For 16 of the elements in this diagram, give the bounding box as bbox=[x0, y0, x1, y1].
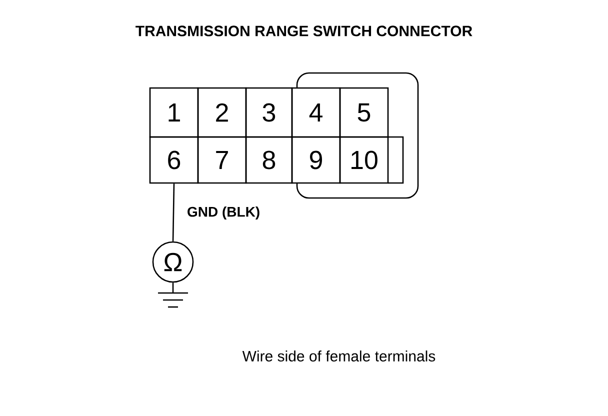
wire bbox=[172, 282, 174, 293]
terminal-cell: 1 bbox=[149, 87, 199, 138]
wire bbox=[172, 184, 175, 242]
terminal-cell: 8 bbox=[245, 136, 293, 184]
terminal-cell: 4 bbox=[291, 87, 341, 138]
terminal-cell: 5 bbox=[339, 87, 389, 138]
terminal-cell: 2 bbox=[197, 87, 247, 138]
caption: Wire side of female terminals bbox=[242, 350, 436, 362]
terminal-cell: 3 bbox=[245, 87, 293, 138]
ground-symbol bbox=[158, 292, 188, 308]
wire-label: GND (BLK) bbox=[188, 206, 260, 220]
title: TRANSMISSION RANGE SWITCH CONNECTOR bbox=[136, 26, 472, 36]
terminal-cell: 9 bbox=[291, 136, 341, 184]
terminal-cell: 6 bbox=[149, 136, 199, 184]
terminal-cell: 10 bbox=[339, 136, 389, 184]
terminal-cell: 7 bbox=[197, 136, 247, 184]
